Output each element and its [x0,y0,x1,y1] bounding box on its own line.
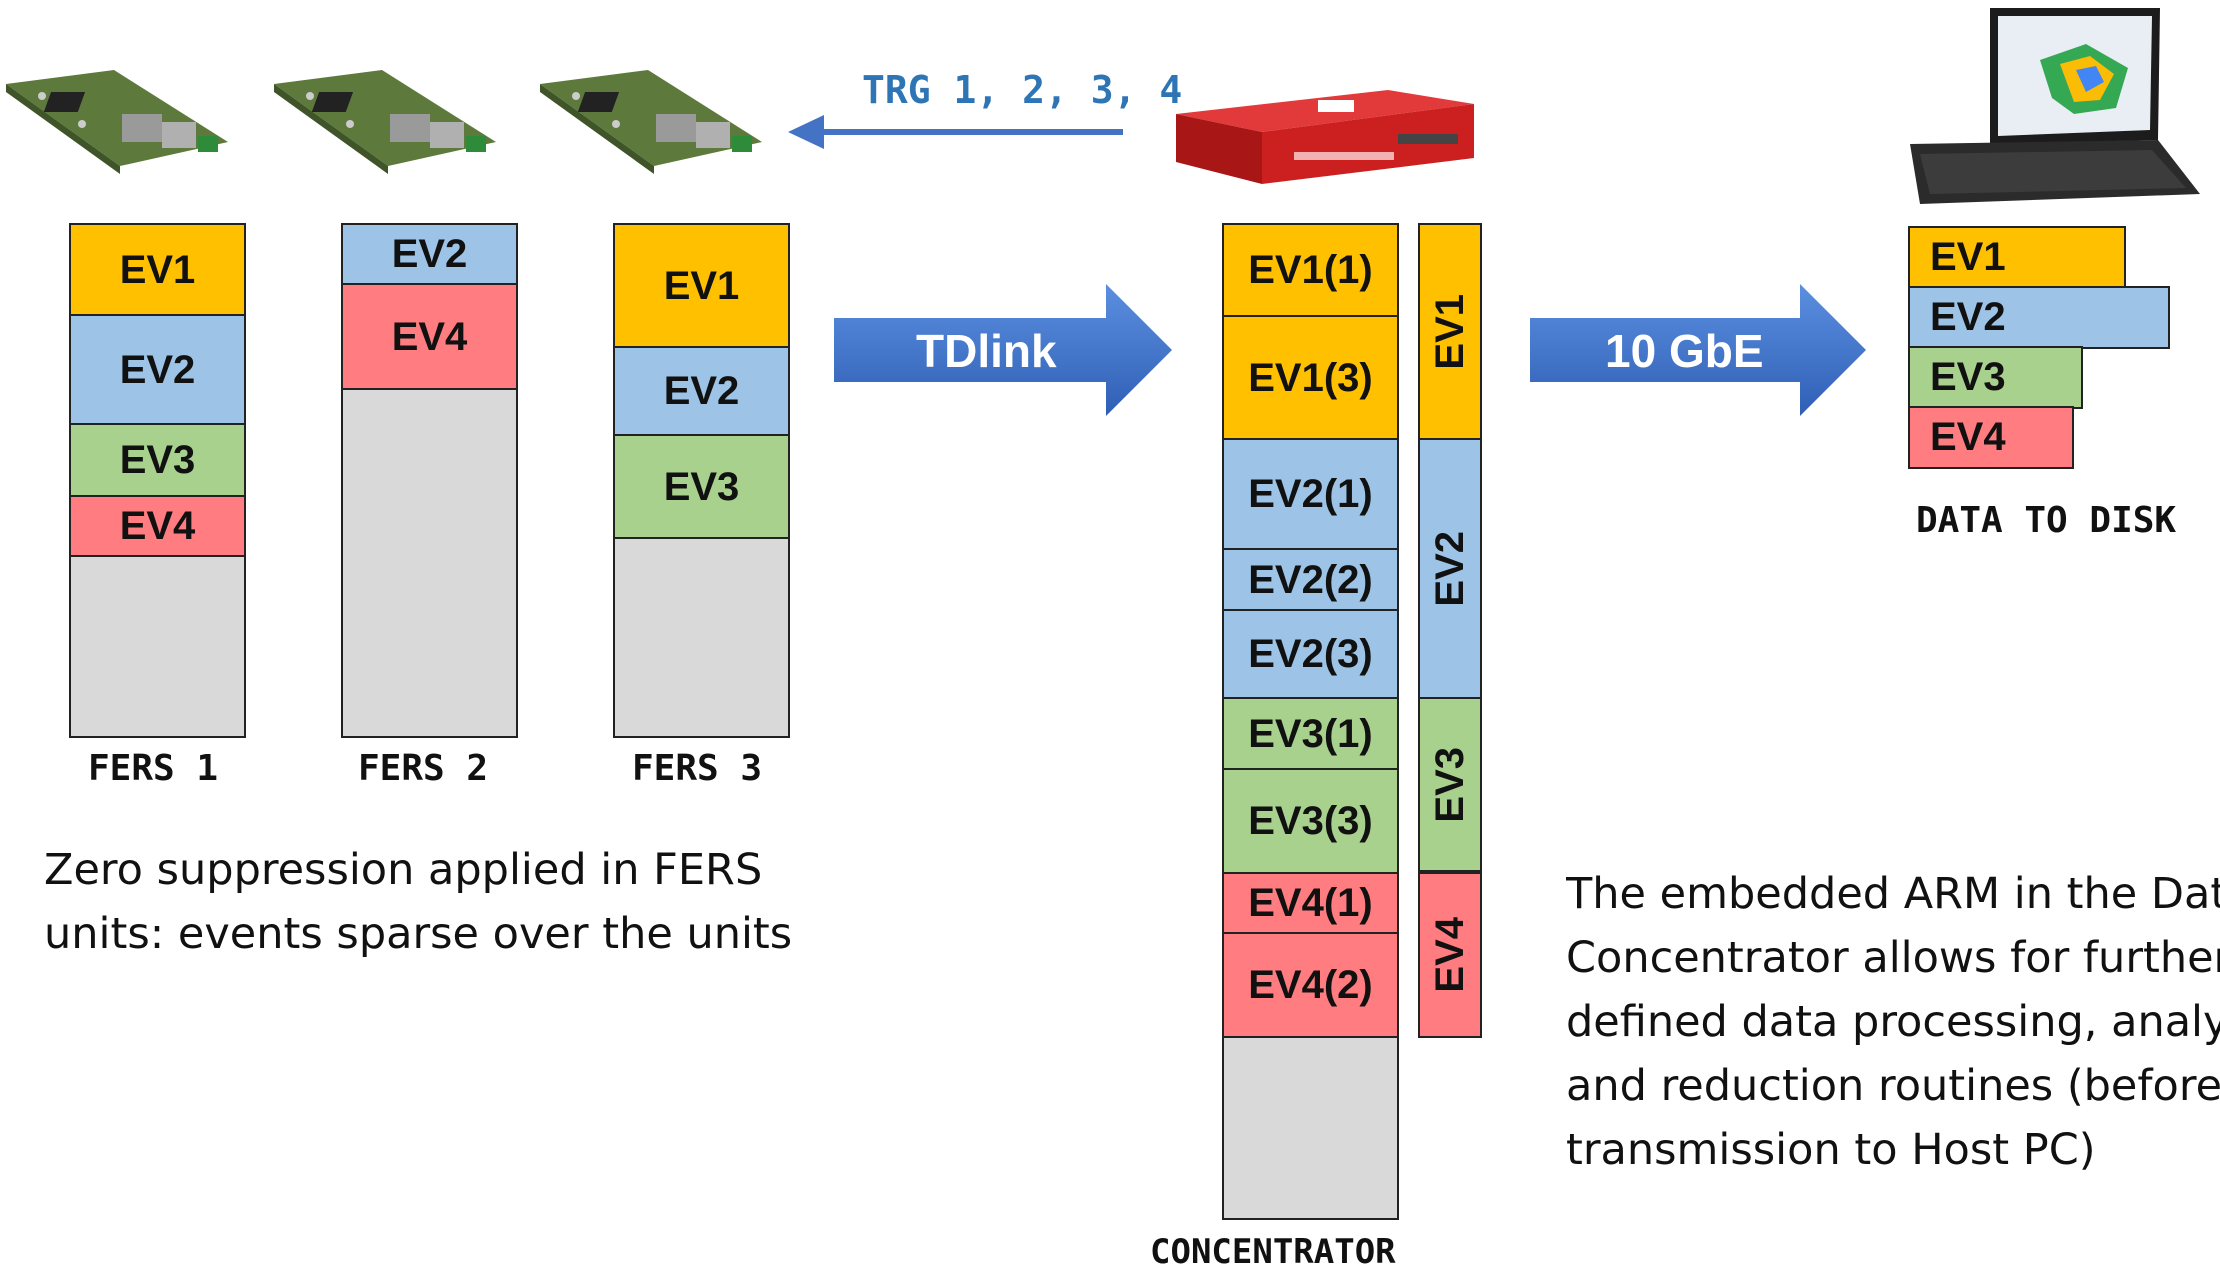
disk-block-ev2: EV2 [1908,286,2170,349]
conc-empty-space [1222,1036,1399,1220]
fers3-block-ev2: EV2 [613,346,790,437]
gbe-arrow [1530,284,1866,416]
tdlink-label: TDlink [916,325,1057,377]
conc-group-ev2-label: EV2 [1427,531,1472,607]
conc-block-ev2-3: EV2(3) [1222,609,1399,700]
trigger-label: TRG 1, 2, 3, 4 [862,68,1183,112]
disk-block-ev1: EV1 [1908,226,2126,289]
conc-group-ev2: EV2 [1418,438,1482,700]
fers2-block-ev4: EV4 [341,283,518,391]
gbe-label: 10 GbE [1605,325,1764,377]
fers3-block-ev3: EV3 [613,434,790,540]
note-right-line: and reduction routines (before [1566,1061,2220,1111]
conc-block-ev4-1: EV4(1) [1222,872,1399,935]
fers3-block-ev1: EV1 [613,223,790,349]
note-right-line: Concentrator allows for further [1566,933,2220,983]
fers1-block-ev2: EV2 [69,314,246,426]
note-left: Zero suppression applied in FERS units: … [44,838,792,966]
fers1-block-ev3: EV3 [69,423,246,498]
conc-block-ev1-3: EV1(3) [1222,315,1399,441]
conc-block-ev3-1: EV3(1) [1222,697,1399,771]
note-right-line: The embedded ARM in the Data [1566,869,2220,919]
laptop-icon [1910,8,2200,204]
conc-block-ev2-2: EV2(2) [1222,548,1399,612]
fers1-empty-space [69,555,246,738]
conc-block-ev3-3: EV3(3) [1222,768,1399,875]
fers1-block-ev4: EV4 [69,495,246,558]
fers2-block-ev2: EV2 [341,223,518,286]
concentrator-device-icon [1176,90,1474,184]
disk-block-ev3: EV3 [1908,346,2083,409]
note-left-line: Zero suppression applied in FERS [44,845,763,895]
fers3-label: FERS 3 [632,748,763,789]
conc-block-ev4-2: EV4(2) [1222,932,1399,1039]
fers1-block-ev1: EV1 [69,223,246,317]
tdlink-arrow [834,284,1172,416]
trigger-arrow [788,115,1123,149]
disk-block-ev4-label: EV4 [1930,415,2006,459]
fers-board-icon [6,70,228,174]
conc-block-ev1-1: EV1(1) [1222,223,1399,318]
disk-block-ev3-label: EV3 [1930,355,2006,399]
conc-group-ev4: EV4 [1418,872,1482,1038]
fers3-empty-space [613,537,790,738]
conc-group-ev1: EV1 [1418,223,1482,441]
note-left-line: units: events sparse over the units [44,909,793,959]
concentrator-label: CONCENTRATOR [1150,1232,1396,1272]
disk-block-ev1-label: EV1 [1930,235,2006,279]
fers2-label: FERS 2 [358,748,489,789]
fers-board-icon [540,70,762,174]
conc-group-ev3-label: EV3 [1427,746,1472,823]
fers2-empty-space [341,388,518,738]
conc-group-ev3: EV3 [1418,697,1482,872]
disk-label: DATA TO DISK [1916,500,2177,541]
note-right-line: transmission to Host PC) [1566,1125,2096,1175]
conc-group-ev4-label: EV4 [1427,917,1472,993]
conc-group-ev1-label: EV1 [1427,294,1472,370]
note-right: The embedded ARM in the Data Concentrato… [1566,862,2220,1182]
disk-block-ev2-label: EV2 [1930,295,2006,339]
fers1-label: FERS 1 [88,748,219,789]
fers-board-icon [274,70,496,174]
disk-block-ev4: EV4 [1908,406,2074,469]
conc-block-ev2-1: EV2(1) [1222,438,1399,551]
note-right-line: defined data processing, analysis [1566,997,2220,1047]
